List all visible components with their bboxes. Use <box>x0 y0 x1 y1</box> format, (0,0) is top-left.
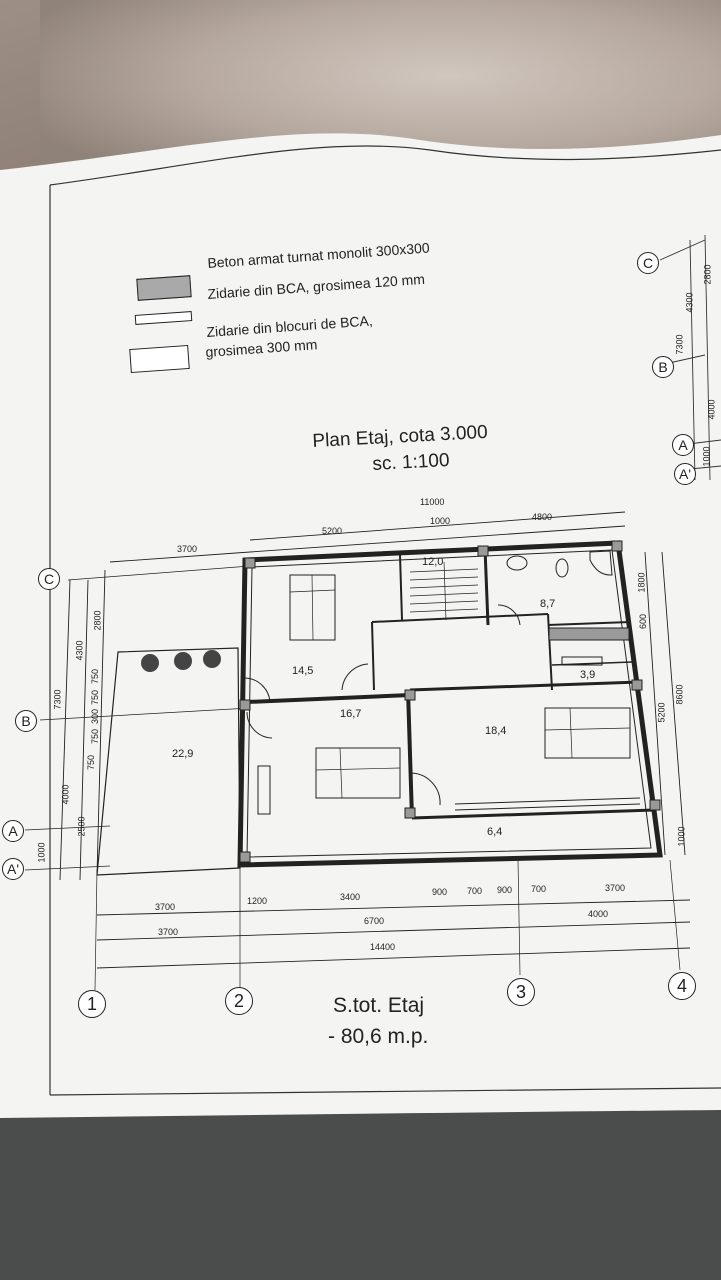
dim-left-9: 750 <box>86 754 97 771</box>
axis-marker-3: 3 <box>507 978 535 1006</box>
dim-bottom-4: 900 <box>432 887 448 897</box>
dim-bottom-2: 1200 <box>247 896 268 906</box>
dim-left-8: 4000 <box>60 784 71 805</box>
dim-bottom-5: 700 <box>467 886 483 896</box>
total-area-label: S.tot. Etaj <box>333 994 425 1017</box>
room-area-bathroom: 8,7 <box>540 598 556 610</box>
dim-left-10: 2500 <box>76 816 87 837</box>
right-page-dim-4: 4000 <box>706 399 717 420</box>
dim-right-4: 8600 <box>674 684 685 705</box>
dim-right-1: 1800 <box>636 572 647 593</box>
right-axis-marker-b: B <box>652 356 674 378</box>
dim-top-right: 4800 <box>532 512 553 522</box>
right-axis-marker-c: C <box>637 252 659 274</box>
axis-marker-2: 2 <box>225 987 253 1015</box>
dim-right-3: 5200 <box>656 702 667 723</box>
dim-bottom-8: 3700 <box>605 883 626 893</box>
dim-bottom-11: 4000 <box>588 909 609 919</box>
dim-left-1: 2800 <box>92 610 103 631</box>
room-area-bedroom-2: 18,4 <box>485 725 507 737</box>
dim-bottom-7: 700 <box>531 884 547 894</box>
axis-marker-a-prime: A' <box>2 858 24 880</box>
dim-bottom-6: 900 <box>497 885 513 895</box>
room-area-stairs: 12,0 <box>422 556 444 568</box>
dim-right-2: 600 <box>638 613 649 630</box>
dim-top-left: 5200 <box>322 526 343 536</box>
axis-marker-1: 1 <box>78 990 106 1018</box>
dim-bottom-10: 6700 <box>364 916 385 926</box>
right-page-dim-1: 2800 <box>702 264 713 285</box>
dim-bottom-12: 14400 <box>370 942 396 952</box>
right-page-dim-2: 4300 <box>684 292 695 313</box>
dim-bottom-9: 3700 <box>158 927 179 937</box>
dim-left-7: 750 <box>90 728 101 745</box>
right-axis-marker-a: A <box>672 434 694 456</box>
dim-top-total: 11000 <box>420 497 445 507</box>
right-page-dim-3: 7300 <box>674 334 685 355</box>
room-area-hall: 16,7 <box>340 708 362 720</box>
dim-bottom-3: 3400 <box>340 892 361 902</box>
dim-left-11: 1000 <box>36 842 47 863</box>
axis-marker-a: A <box>2 820 24 842</box>
axis-marker-b: B <box>15 710 37 732</box>
room-area-bedroom-1: 14,5 <box>292 665 314 677</box>
dim-left-2: 4300 <box>74 640 85 661</box>
total-area-value: - 80,6 m.p. <box>328 1025 429 1048</box>
room-area-terrace: 22,9 <box>172 748 194 760</box>
dim-bottom-1: 3700 <box>155 902 176 912</box>
right-page-dim-5: 1000 <box>701 446 712 467</box>
dim-left-5: 750 <box>90 689 101 706</box>
right-axis-marker-a-prime: A' <box>674 463 696 485</box>
room-area-storage: 3,9 <box>580 669 596 681</box>
dim-left-6: 300 <box>90 708 101 725</box>
dim-left-3: 7300 <box>52 689 63 710</box>
dim-right-5: 1000 <box>676 826 687 847</box>
dim-left-4: 750 <box>90 668 101 685</box>
car-seat-background <box>0 1090 721 1280</box>
axis-marker-c: C <box>38 568 60 590</box>
dim-top-terrace: 3700 <box>177 544 198 554</box>
dim-top-mid: 1000 <box>430 516 451 526</box>
room-area-balcony: 6,4 <box>487 826 503 838</box>
axis-marker-4: 4 <box>668 972 696 1000</box>
